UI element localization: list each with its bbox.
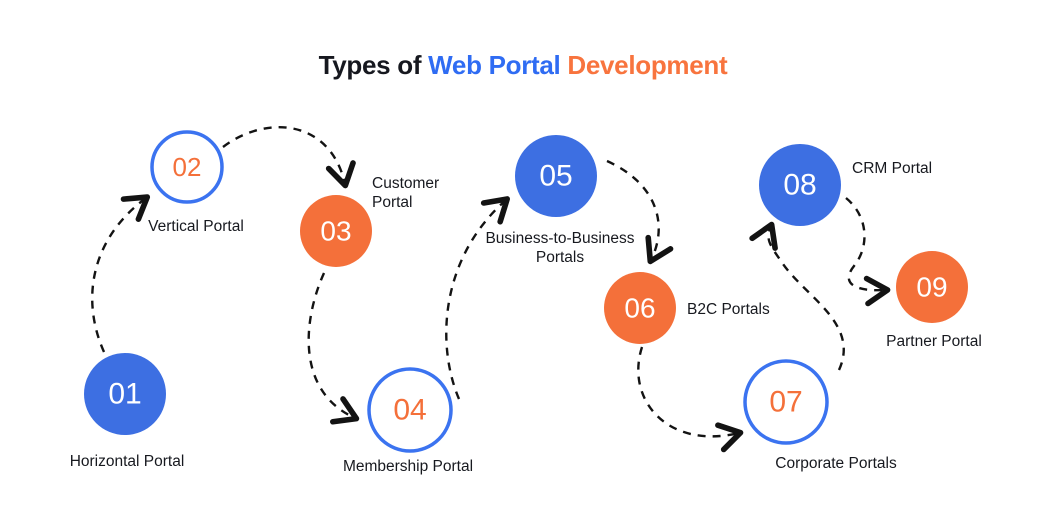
- node-number-09: 09: [916, 272, 947, 303]
- node-circle-09: [896, 251, 968, 323]
- node-number-03: 03: [320, 216, 351, 247]
- node-label-06: B2C Portals: [687, 301, 770, 318]
- node-number-05: 05: [539, 160, 572, 193]
- node-circle-07: [743, 359, 829, 445]
- title-highlight-blue: Web Portal: [428, 50, 568, 80]
- node-number-08: 08: [783, 169, 816, 202]
- node-circle-06: [604, 272, 676, 344]
- node-06: 06 B2C Portals: [604, 272, 770, 344]
- arrow-08-to-09: [845, 197, 891, 307]
- node-circle-04: [367, 367, 453, 453]
- node-circle-02: [150, 130, 224, 204]
- arrow-05-to-06: [606, 159, 674, 265]
- arrow-06-to-07: [637, 346, 744, 453]
- arrow-07-to-08: [749, 221, 845, 371]
- node-number-04: 04: [393, 394, 426, 427]
- node-number-01: 01: [108, 378, 141, 411]
- page-title: Types of Web Portal Development: [0, 50, 1046, 81]
- node-circle-05: [515, 135, 597, 217]
- arrow-01-to-02: [91, 194, 151, 353]
- node-number-06: 06: [624, 293, 655, 324]
- arrow-03-to-04: [307, 272, 360, 425]
- node-circle-08: [759, 144, 841, 226]
- arrow-04-to-05: [445, 196, 510, 400]
- node-number-07: 07: [769, 386, 802, 419]
- arrow-02-to-03: [222, 126, 356, 189]
- node-label-02: Vertical Portal: [148, 218, 244, 235]
- node-label-01: Horizontal Portal: [70, 453, 185, 470]
- node-label-04: Membership Portal: [343, 458, 473, 475]
- node-circle-01: [84, 353, 166, 435]
- node-circle-03: [300, 195, 372, 267]
- node-08: 08 CRM Portal: [759, 144, 932, 226]
- node-label-08: CRM Portal: [852, 160, 932, 177]
- node-number-02: 02: [173, 152, 202, 182]
- title-highlight-orange: Development: [567, 50, 728, 80]
- node-label-09: Partner Portal: [886, 333, 982, 350]
- node-label-07: Corporate Portals: [775, 455, 897, 472]
- title-prefix: Types of: [318, 50, 429, 80]
